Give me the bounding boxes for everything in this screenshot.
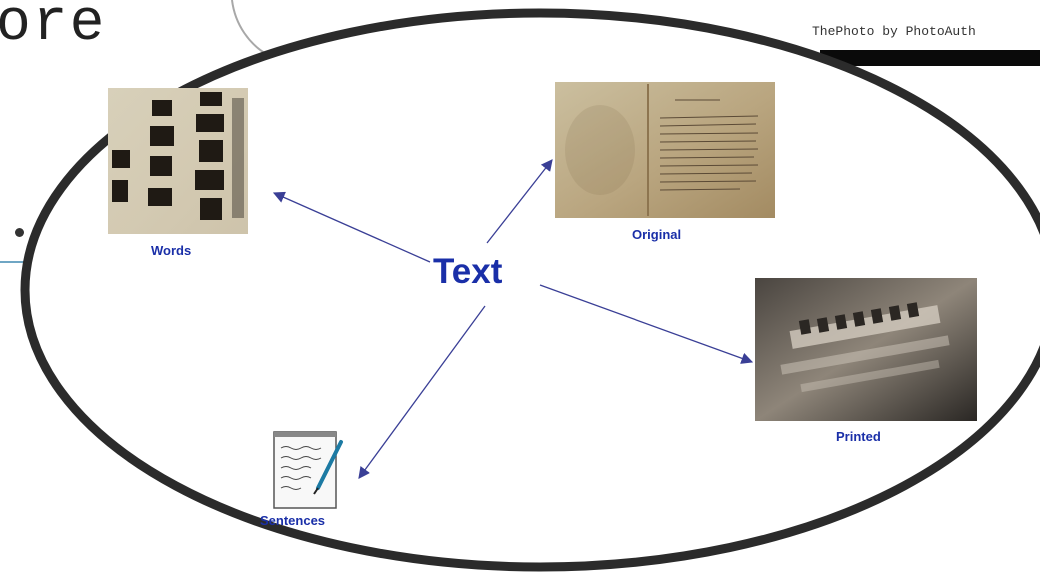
diagram-ellipse [20, 8, 1040, 572]
photo-credit: ThePhoto by PhotoAuth [812, 24, 976, 39]
old-manuscript-photo [555, 82, 775, 218]
accent-line [0, 261, 30, 263]
arrow-to-sentences [358, 305, 486, 479]
words-label: Words [151, 243, 192, 258]
original-label: Original [632, 227, 682, 242]
arrow-to-printed [539, 284, 754, 364]
printing-type-photo [755, 278, 977, 421]
header-bar [820, 50, 1040, 66]
chinese-text-photo [108, 88, 248, 234]
decorative-curve [231, 0, 269, 56]
slide-title: ore [0, 0, 107, 57]
arrow-to-original [486, 159, 553, 244]
writing-pad-icon [273, 431, 343, 509]
arrow-to-words [272, 191, 431, 263]
center-label: Text [433, 252, 503, 291]
bullet-dot [15, 228, 24, 237]
sentences-label: Sentences [260, 513, 326, 528]
printed-label: Printed [836, 429, 881, 444]
